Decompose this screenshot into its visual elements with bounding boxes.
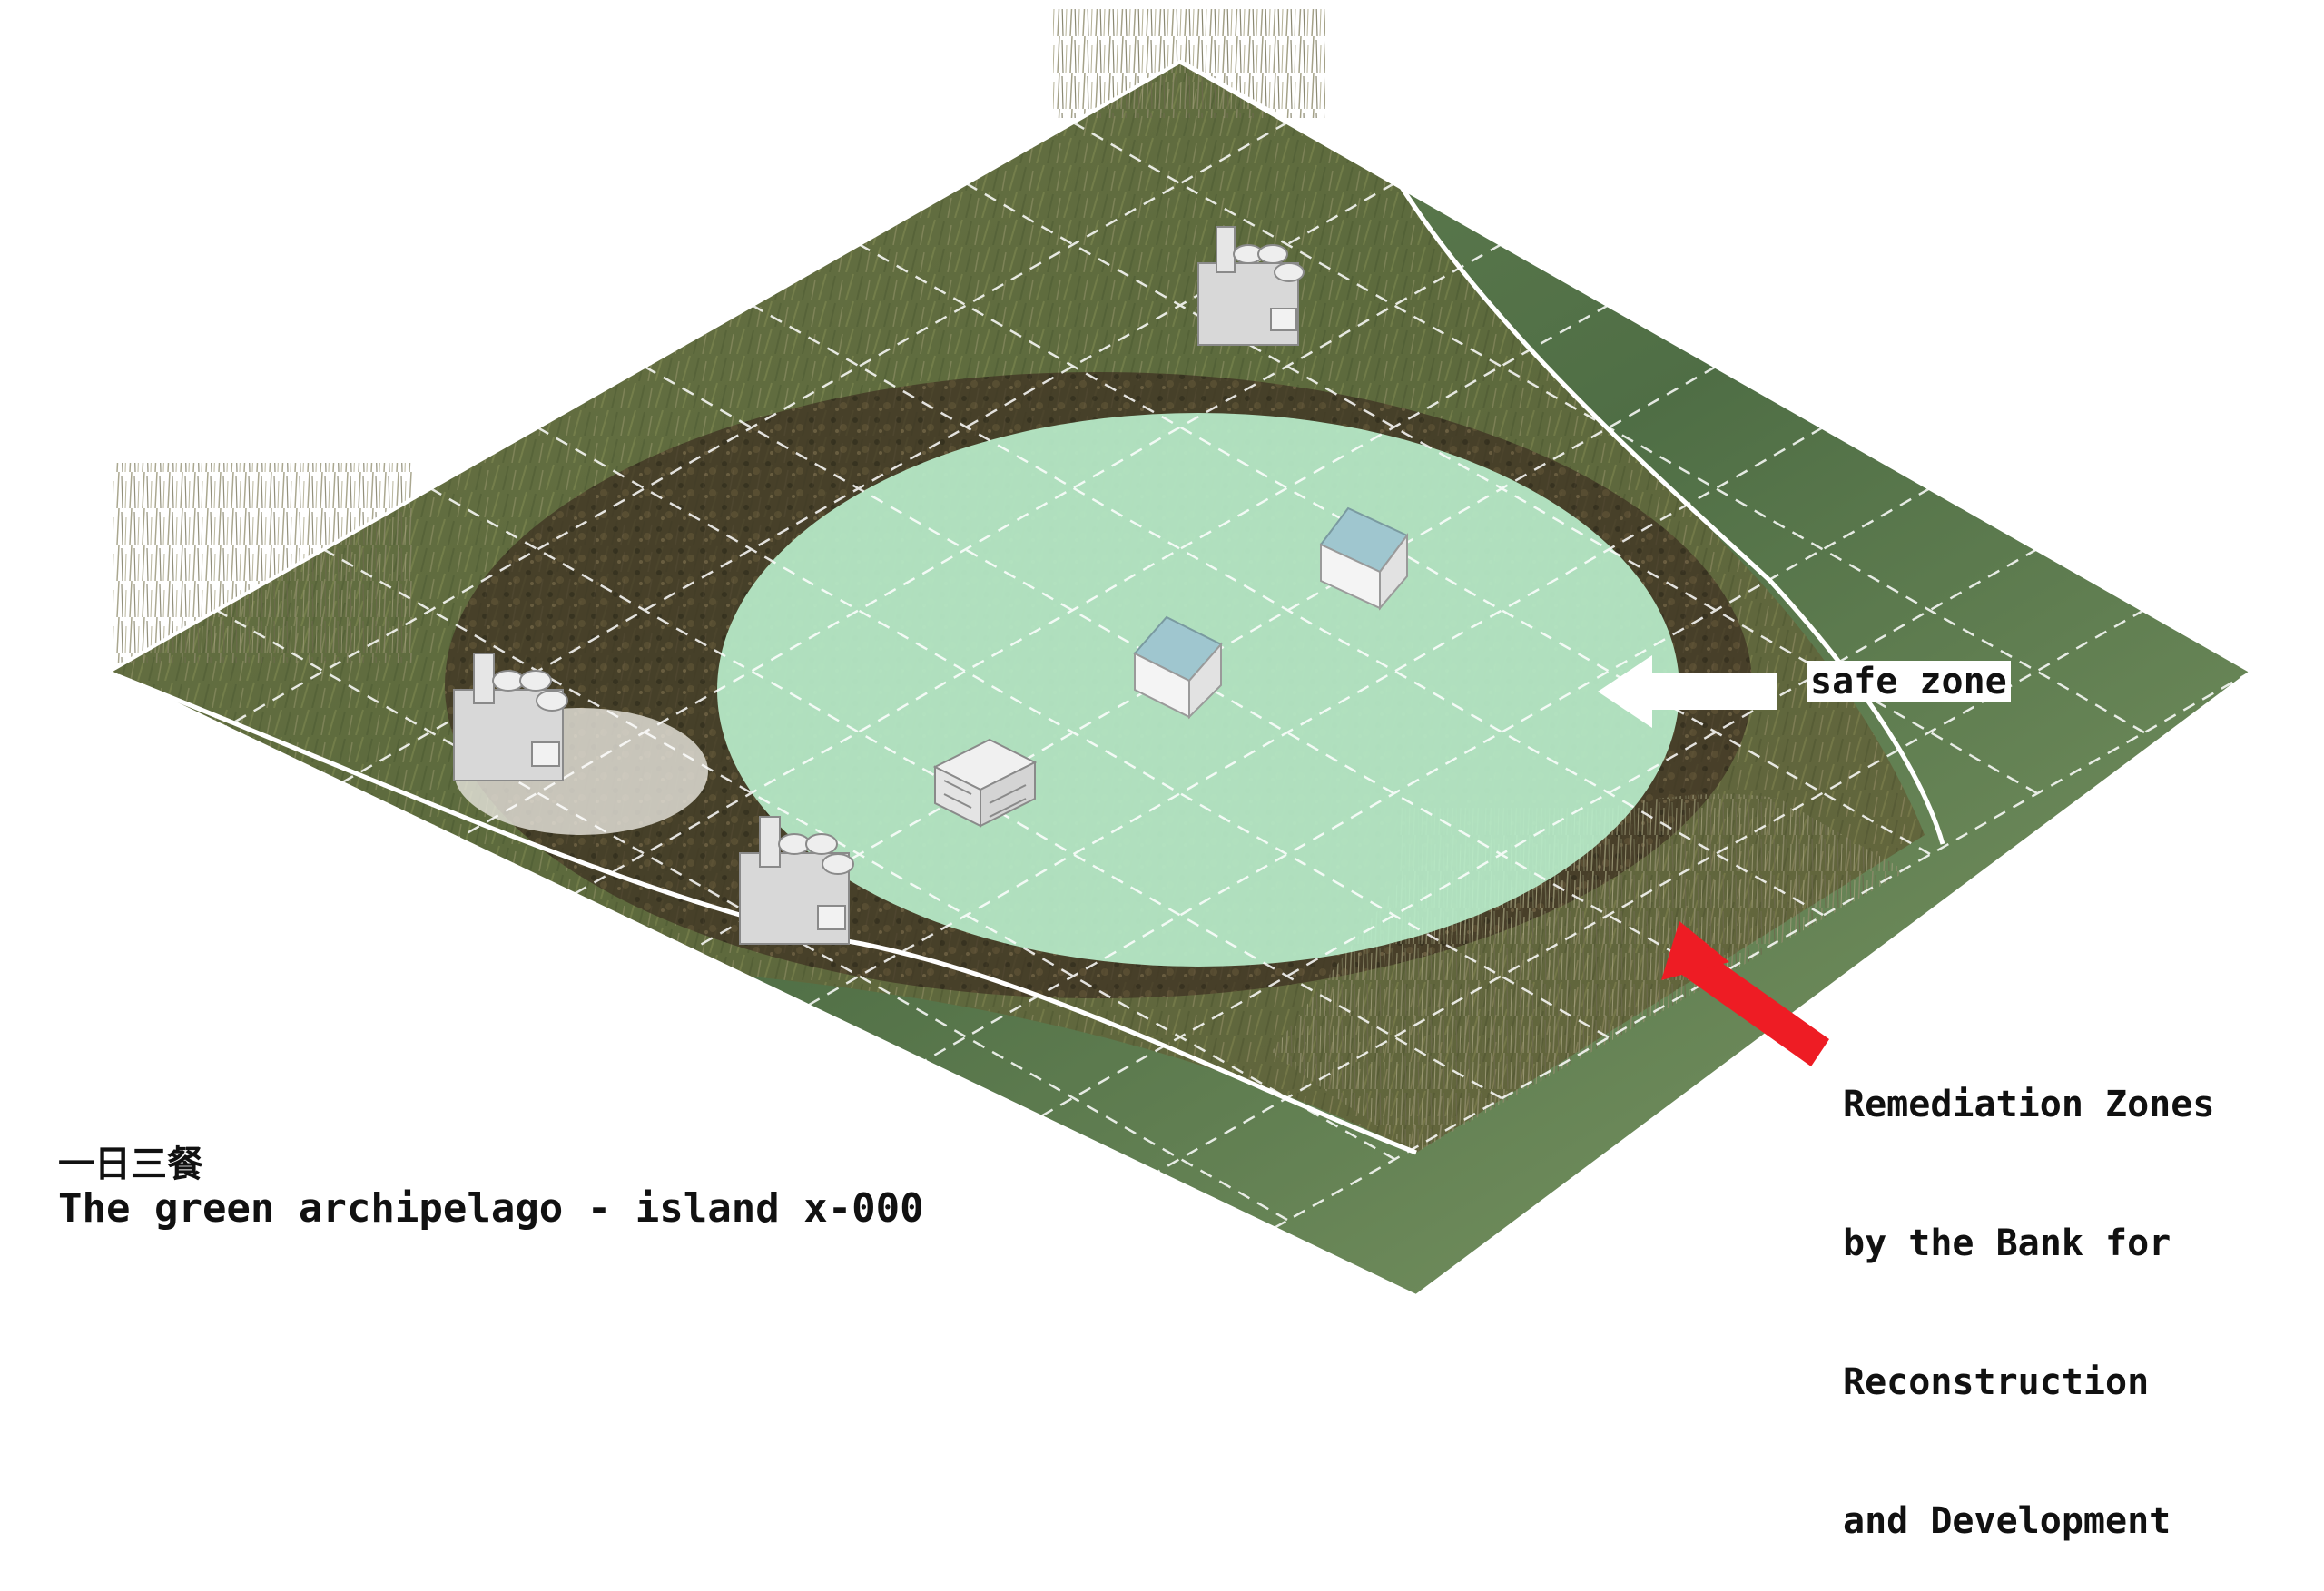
house-icon bbox=[1319, 506, 1409, 611]
factory-icon bbox=[739, 816, 854, 945]
boundary-line bbox=[1178, 59, 1945, 845]
safe-zone-arrow bbox=[1598, 655, 1777, 728]
factory-icon bbox=[1197, 226, 1305, 346]
remediation-label: Remediation Zones by the Bank for Recons… bbox=[1843, 989, 2214, 1591]
factory-icon bbox=[453, 653, 568, 781]
safe-zone-label: safe zone bbox=[1807, 661, 2011, 702]
remediation-label-line: by the Bank for bbox=[1843, 1223, 2171, 1264]
building-block-icon bbox=[932, 738, 1038, 828]
reed-clump bbox=[113, 463, 413, 663]
island-outline bbox=[104, 59, 2255, 1299]
remediation-arrow bbox=[1661, 921, 1829, 1066]
remediation-label-line: and Development bbox=[1843, 1500, 2171, 1542]
remediation-label-line: Reconstruction bbox=[1843, 1361, 2150, 1403]
reed-clump bbox=[1053, 9, 1325, 118]
island-isometric-diagram bbox=[104, 9, 2255, 1299]
house-icon bbox=[1133, 615, 1223, 720]
caption-title-cn: 一日三餐 bbox=[58, 1144, 203, 1185]
caption-subtitle-en: The green archipelago - island x-000 bbox=[58, 1185, 924, 1232]
remediation-label-line: Remediation Zones bbox=[1843, 1084, 2215, 1125]
